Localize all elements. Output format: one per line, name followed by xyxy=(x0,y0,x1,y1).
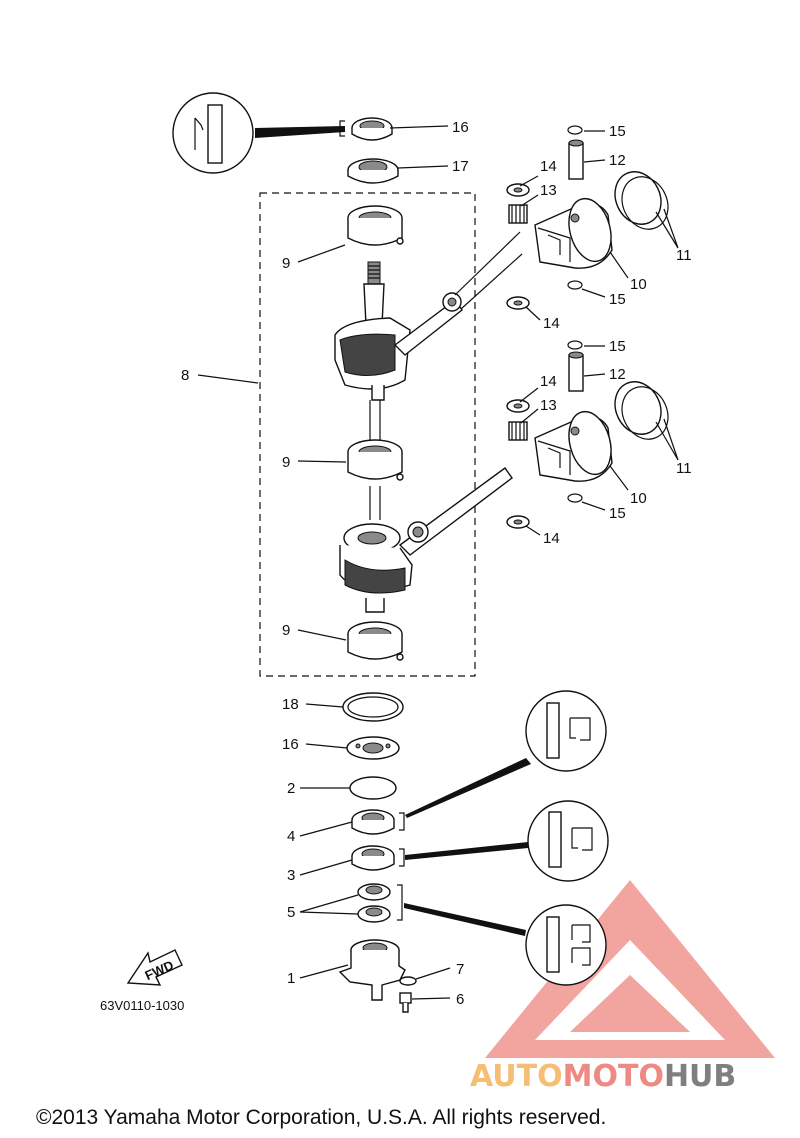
watermark-auto: AUTO xyxy=(470,1059,563,1094)
label-1: 1 xyxy=(287,970,295,987)
crankshaft-lower xyxy=(339,400,413,613)
label-3: 3 xyxy=(287,867,295,884)
washer-14-c xyxy=(506,399,530,413)
collar xyxy=(347,158,399,184)
oil-seal-16-lower xyxy=(346,736,400,760)
watermark-hub: HUB xyxy=(664,1059,736,1094)
seal-detail-circle-3 xyxy=(404,903,607,986)
label-14-a: 14 xyxy=(540,158,557,175)
label-17: 17 xyxy=(452,158,469,175)
clip-15-c xyxy=(567,340,583,350)
label-16-top: 16 xyxy=(452,119,469,136)
oil-seal-top xyxy=(339,117,393,141)
diagram-code: 63V0110-1030 xyxy=(100,998,184,1013)
label-15-a: 15 xyxy=(609,123,626,140)
label-5: 5 xyxy=(287,904,295,921)
label-14-d: 14 xyxy=(543,530,560,547)
label-11-b: 11 xyxy=(676,460,692,477)
oil-seals-5 xyxy=(357,883,403,923)
housing-1 xyxy=(338,939,406,1001)
label-9-middle: 9 xyxy=(282,454,290,471)
label-4: 4 xyxy=(287,828,295,845)
crankshaft-assembly-box xyxy=(259,192,476,677)
clip-15-d xyxy=(567,493,583,503)
label-15-c: 15 xyxy=(609,338,626,355)
piston-rings-lower xyxy=(614,381,669,440)
label-12-a: 12 xyxy=(609,152,626,169)
piston-pin-upper xyxy=(568,139,584,180)
label-8: 8 xyxy=(181,367,189,384)
oil-seal-4 xyxy=(351,809,405,835)
bearing-bottom xyxy=(347,621,404,661)
bolt-6 xyxy=(399,992,412,1013)
crankshaft-upper xyxy=(334,261,411,401)
fwd-arrow-icon: FWD xyxy=(126,949,183,986)
automotohub-logo xyxy=(485,880,775,1058)
connecting-rod-upper xyxy=(393,231,523,356)
label-2: 2 xyxy=(287,780,295,797)
washer-14-b xyxy=(506,296,530,310)
label-15-b: 15 xyxy=(609,291,626,308)
needle-bearing-lower xyxy=(508,421,528,441)
watermark-text: AUTOMOTOHUB xyxy=(470,1059,736,1094)
label-10-b: 10 xyxy=(630,490,647,507)
o-ring-2 xyxy=(349,776,397,800)
label-9-bottom: 9 xyxy=(282,622,290,639)
bearing-top xyxy=(347,205,404,246)
label-7: 7 xyxy=(456,961,464,978)
label-13-a: 13 xyxy=(540,182,557,199)
label-11-a: 11 xyxy=(676,247,692,264)
label-6: 6 xyxy=(456,991,464,1008)
part-labels: 16 17 9 9 9 8 15 12 14 13 10 11 15 14 15… xyxy=(181,119,692,1008)
piston-rings-upper xyxy=(614,171,669,230)
piston-upper xyxy=(534,197,613,269)
washer-7 xyxy=(399,976,417,986)
seal-detail-circle-1 xyxy=(405,690,607,818)
label-15-d: 15 xyxy=(609,505,626,522)
oil-seal-3 xyxy=(351,845,405,871)
washer-14-a xyxy=(506,183,530,197)
piston-lower xyxy=(534,410,613,482)
o-ring-18 xyxy=(342,692,404,722)
bearing-middle xyxy=(347,439,404,481)
seal-detail-circle-top xyxy=(172,92,345,174)
label-12-b: 12 xyxy=(609,366,626,383)
washer-14-d xyxy=(506,515,530,529)
clip-15-a xyxy=(567,125,583,135)
label-14-c: 14 xyxy=(540,373,557,390)
label-9-top: 9 xyxy=(282,255,290,272)
label-14-b: 14 xyxy=(543,315,560,332)
leader-lines xyxy=(197,125,679,1000)
connecting-rod-lower xyxy=(398,467,513,556)
watermark-moto: MOTO xyxy=(563,1059,664,1094)
label-16-bottom: 16 xyxy=(282,736,299,753)
label-18: 18 xyxy=(282,696,299,713)
copyright-text: ©2013 Yamaha Motor Corporation, U.S.A. A… xyxy=(36,1106,606,1129)
clip-15-b xyxy=(567,280,583,290)
piston-pin-lower xyxy=(568,351,584,392)
label-13-b: 13 xyxy=(540,397,557,414)
needle-bearing-upper xyxy=(508,204,528,224)
seal-detail-circle-2 xyxy=(405,800,609,882)
label-10-a: 10 xyxy=(630,276,647,293)
